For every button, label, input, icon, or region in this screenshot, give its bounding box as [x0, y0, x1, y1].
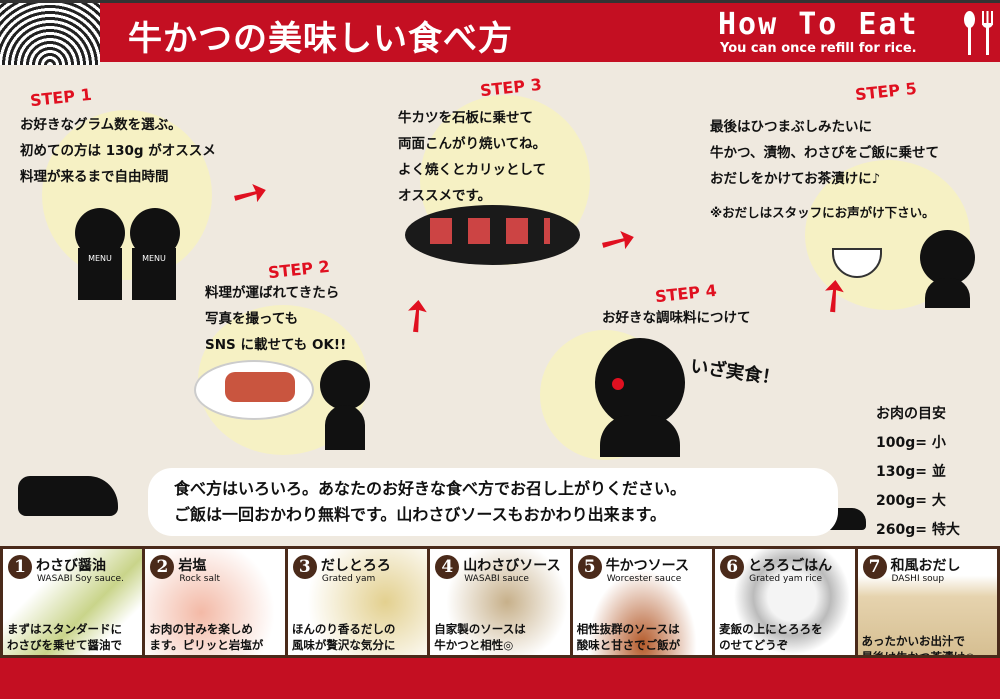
person-body: [600, 415, 680, 457]
card-english: Rock salt: [179, 574, 221, 584]
cheek: [612, 378, 624, 390]
card-desc: ほんのり香るだしの 風味が贅沢な気分に させてくれます。: [291, 622, 396, 655]
step1-circle: [42, 110, 212, 280]
card-name: 牛かつソース: [605, 558, 689, 574]
card-english: DASHI soup: [891, 574, 945, 584]
how-to-eat-heading: How To Eat: [718, 7, 919, 42]
card-name: 岩塩: [178, 558, 207, 574]
card-desc: お肉の甘みを楽しめ ます。ピリッと岩塩が スパイス代わりに。: [149, 622, 264, 655]
card-english: WASABI sauce: [464, 574, 529, 584]
card-desc: 自家製のソースは 牛かつと相性◎ キャベツにつけても: [434, 622, 537, 655]
card-name: わさび醤油: [36, 558, 106, 574]
menu-card: MENU: [78, 248, 122, 300]
katsu-pieces: [430, 218, 550, 244]
card-desc: 相性抜群のソースは 酸味と甘さでご飯が すすみます。: [576, 622, 681, 655]
card-name: 山わさびソース: [463, 558, 561, 574]
step4-text: お好きな調味料につけて: [602, 310, 751, 326]
card-name: だしとろろ: [320, 558, 391, 574]
card-name: 和風おだし: [890, 558, 961, 574]
card-english: Grated yam rice: [749, 574, 823, 584]
exclaim-text: いざ実食！: [689, 355, 782, 390]
card-number: 5: [577, 555, 602, 579]
guide-item: 100g= 小: [876, 435, 946, 451]
footer-band: [0, 658, 1000, 699]
arrow-icon: ➚: [589, 209, 648, 272]
step5-label: STEP 5: [854, 78, 918, 105]
card-english: Worcester sauce: [606, 574, 682, 584]
person-body: [925, 278, 970, 308]
step4-label: STEP 4: [654, 280, 718, 307]
guide-title: お肉の目安: [876, 406, 946, 422]
arrow-icon: ➚: [385, 284, 447, 347]
card-desc: あったかいお出汁で 最後は牛かつ茶漬け◎: [861, 634, 976, 655]
step2-text: 料理が運ばれてきたら 写真を撮っても SNS に載せても OK!!: [205, 285, 347, 353]
message-bubble: 食べ方はいろいろ。あなたのお好きな食べ方でお召し上がりください。 ご飯は一回おか…: [148, 468, 838, 536]
guide-item: 260g= 特大: [876, 522, 960, 538]
person-body: [325, 405, 365, 450]
guide-item: 130g= 並: [876, 464, 946, 480]
step3-text: 牛カツを石板に乗せて 両面こんがり焼いてね。 よく焼くとカリッとして オススメで…: [398, 110, 547, 204]
card-english: WASABI Soy sauce.: [37, 574, 124, 584]
header-banner: 牛かつの美味しい食べ方 How To Eat You can once refi…: [0, 0, 1000, 65]
step5-text: 最後はひつまぶしみたいに 牛かつ、漬物、わさびをご飯に乗せて おだしをかけてお茶…: [710, 119, 939, 187]
card-number: 2: [150, 555, 175, 579]
header-subtitle: You can once refill for rice.: [720, 41, 917, 56]
card-number: 4: [435, 555, 460, 579]
wave-pattern: [0, 3, 100, 65]
step3-label: STEP 3: [479, 74, 543, 101]
step1-label: STEP 1: [29, 84, 93, 111]
card-number: 1: [8, 555, 32, 579]
arrow-icon: ➚: [221, 162, 280, 225]
menu-card: MENU: [132, 248, 176, 300]
meat-size-guide: お肉の目安 100g= 小 130g= 並 200g= 大 260g= 特大: [876, 400, 960, 545]
guide-item: 200g= 大: [876, 493, 946, 509]
message-line: ご飯は一回おかわり無料です。山わさびソースもおかわり出来ます。: [174, 505, 667, 524]
page-title: 牛かつの美味しい食べ方: [128, 19, 513, 59]
step2-label: STEP 2: [267, 256, 331, 283]
card-name: とろろごはん: [748, 558, 833, 574]
person-figure: [320, 360, 370, 410]
card-number: 6: [720, 555, 745, 579]
katsu: [225, 372, 295, 402]
card-desc: 麦飯の上にとろろを のせてどうぞ 消化促進効果も◎: [719, 622, 823, 655]
card-number: 7: [862, 555, 887, 579]
step1-text: お好きなグラム数を選ぶ。 初めての方は 130g がオススメ 料理が来るまで自由…: [20, 117, 216, 185]
message-line: 食べ方はいろいろ。あなたのお好きな食べ方でお召し上がりください。: [174, 479, 687, 498]
person-figure: [920, 230, 975, 285]
step5-note: ※おだしはスタッフにお声がけ下さい。: [710, 205, 935, 220]
card-desc: まずはスタンダードに わさびを乗せて醤油で どうぞ。: [7, 622, 122, 655]
card-english: Grated yam: [321, 574, 376, 584]
card-number: 3: [292, 555, 317, 579]
person-figure: [595, 338, 685, 428]
cow-silhouette: [18, 476, 118, 516]
